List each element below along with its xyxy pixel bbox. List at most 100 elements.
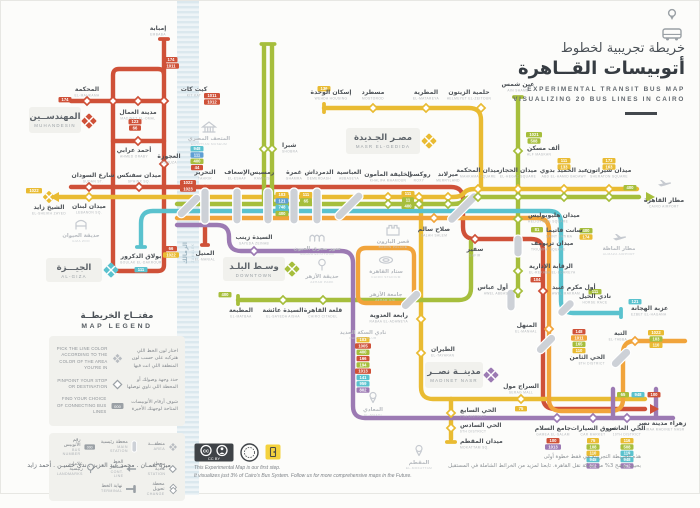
station-label-en: ALF MASKAN xyxy=(527,152,551,156)
station-label-ar: الحي العاشر xyxy=(608,425,646,432)
pin-landmark-icon xyxy=(415,444,423,457)
bus-number-badge xyxy=(180,180,196,186)
legend-instruction-row: PICK THE LINE COLOR ACCORDING TO THE COL… xyxy=(56,346,178,372)
station-label-ar: المنهل xyxy=(517,322,537,329)
station-marker xyxy=(133,181,145,193)
path xyxy=(318,234,325,242)
area-name-ar: الشيخ زايد xyxy=(34,204,65,211)
museum-landmark-icon xyxy=(200,121,218,133)
cc-by-license-icon: cc CC BY xyxy=(194,443,234,461)
station-label-ar: ميدان سفنكس xyxy=(117,172,161,179)
bus-number-badge xyxy=(128,119,142,125)
area-name-en: MASR EL-GEDIDA xyxy=(356,144,410,149)
bus-number: 802 xyxy=(360,388,368,393)
station-label-ar: ميدان هليوبوليس xyxy=(528,212,580,219)
station-marker xyxy=(266,143,278,155)
station-label-en: ABBASEYA xyxy=(339,176,359,180)
station-label-ar: مسطرد xyxy=(362,89,385,96)
terminal-bar xyxy=(236,294,240,306)
terminal-bar xyxy=(158,37,170,41)
main-station-capsule xyxy=(232,187,242,225)
bus-number: 119 xyxy=(624,451,631,456)
station-label-en: AGOUZA xyxy=(161,160,177,164)
station-marker xyxy=(558,183,570,195)
bus-number: 133 xyxy=(561,164,569,169)
area-label-box xyxy=(46,258,102,282)
bus-number: 400 xyxy=(627,185,635,190)
bus-number-icon: 000 xyxy=(111,403,123,410)
bus-number: 111 xyxy=(561,158,568,163)
area-name-ar: مصـر الجـديدة xyxy=(354,133,412,143)
bus-number-badge xyxy=(356,381,370,387)
station-label-ar: ميدان المقطم xyxy=(460,438,503,445)
station-label-en: AHMED ORABY xyxy=(120,154,148,158)
station-label-ar: ميدان المحكمة xyxy=(456,167,500,174)
station-marker xyxy=(512,191,524,203)
bus-number-badge xyxy=(649,342,663,348)
bus-number-badge xyxy=(586,456,600,463)
station-label-ar: الحي الثامن xyxy=(570,354,605,361)
area-diamond-icon xyxy=(112,354,122,364)
station-marker xyxy=(512,183,524,195)
landmark-label-ar: مطار الماظة xyxy=(603,246,636,252)
path xyxy=(386,224,400,236)
bus-number-badge xyxy=(579,234,593,240)
station-marker xyxy=(83,191,95,203)
station-label-en: 8TH DISTRICT xyxy=(579,361,605,365)
station-label-en: RAMSES xyxy=(254,176,270,180)
bus-number: 75 xyxy=(519,406,524,411)
station-label-ar: قلعة القاهرة xyxy=(304,307,342,314)
title-english-line2: VISUALIZING 20 BUS LINES IN CAIRO xyxy=(513,96,685,103)
footer-english: This Experimental Map is our first step.… xyxy=(194,465,412,480)
station-label-ar: المطرية xyxy=(414,89,438,96)
bus-number: 166 xyxy=(360,356,368,361)
station-label-en: SPHINX SQ. xyxy=(128,179,150,183)
bus-number-badge xyxy=(631,392,645,398)
station-label-en: SHERATON SQUARE xyxy=(590,174,628,178)
bus-number-badge xyxy=(587,438,599,444)
bus-number-badge xyxy=(586,450,600,456)
change-station-icon xyxy=(168,483,177,495)
main-station-icon xyxy=(131,440,137,453)
bus-number: 1011 xyxy=(207,93,217,98)
bus-number-badge xyxy=(356,374,370,381)
bus-number-badge xyxy=(571,335,587,341)
bus-number: 110 xyxy=(653,343,660,348)
path xyxy=(370,397,376,404)
station-label-ar: الرقابة الإدارية xyxy=(529,263,573,270)
station-marker xyxy=(512,285,524,297)
bus-number: 165 xyxy=(576,342,584,347)
bus-number: 110 xyxy=(576,348,583,353)
station-label-ar: نادي الخيل xyxy=(579,293,611,300)
station-marker xyxy=(472,183,484,195)
bus-number: 121 xyxy=(632,299,640,304)
legend-instruction-en: FIND YOUR CHOICE OF CONNECTING BUS LINES xyxy=(57,396,107,415)
arch-landmark-icon xyxy=(75,219,87,230)
station-marker xyxy=(603,183,615,195)
station-label-ar: ميدان تريومف xyxy=(531,240,574,247)
station-marker xyxy=(442,191,454,203)
station-label-en: ZAHRAA MADINET NASR xyxy=(639,427,685,431)
nile-zamalek-label-en: ZAMALEK xyxy=(191,243,195,262)
station-marker xyxy=(132,95,144,107)
bus-number: 108 xyxy=(590,444,598,449)
bus-number: 103 xyxy=(653,336,661,341)
footer-arabic-line1: هذه الخريطة التجريبية هي فقط خطوة أولى xyxy=(543,454,641,460)
bus-number-badge xyxy=(402,197,414,203)
landmark-label-ar: حديقة الحيوان xyxy=(62,233,99,239)
station-marker xyxy=(107,95,119,107)
bus-number: 111 xyxy=(592,289,599,294)
station-label-ar: عبد الحميد بدوي xyxy=(540,167,588,174)
bus-number-badge xyxy=(164,57,178,63)
station-marker xyxy=(445,407,457,419)
station-marker xyxy=(158,95,170,107)
station-label-en: KIT KAT xyxy=(187,93,202,97)
bus-number-badge xyxy=(163,63,179,69)
main-station-capsule xyxy=(289,187,299,225)
path xyxy=(200,121,218,128)
map-legend: مفتــاح الخريطــة MAP LEGEND PICK THE LI… xyxy=(49,311,185,508)
bus-number: 174 xyxy=(168,57,176,62)
